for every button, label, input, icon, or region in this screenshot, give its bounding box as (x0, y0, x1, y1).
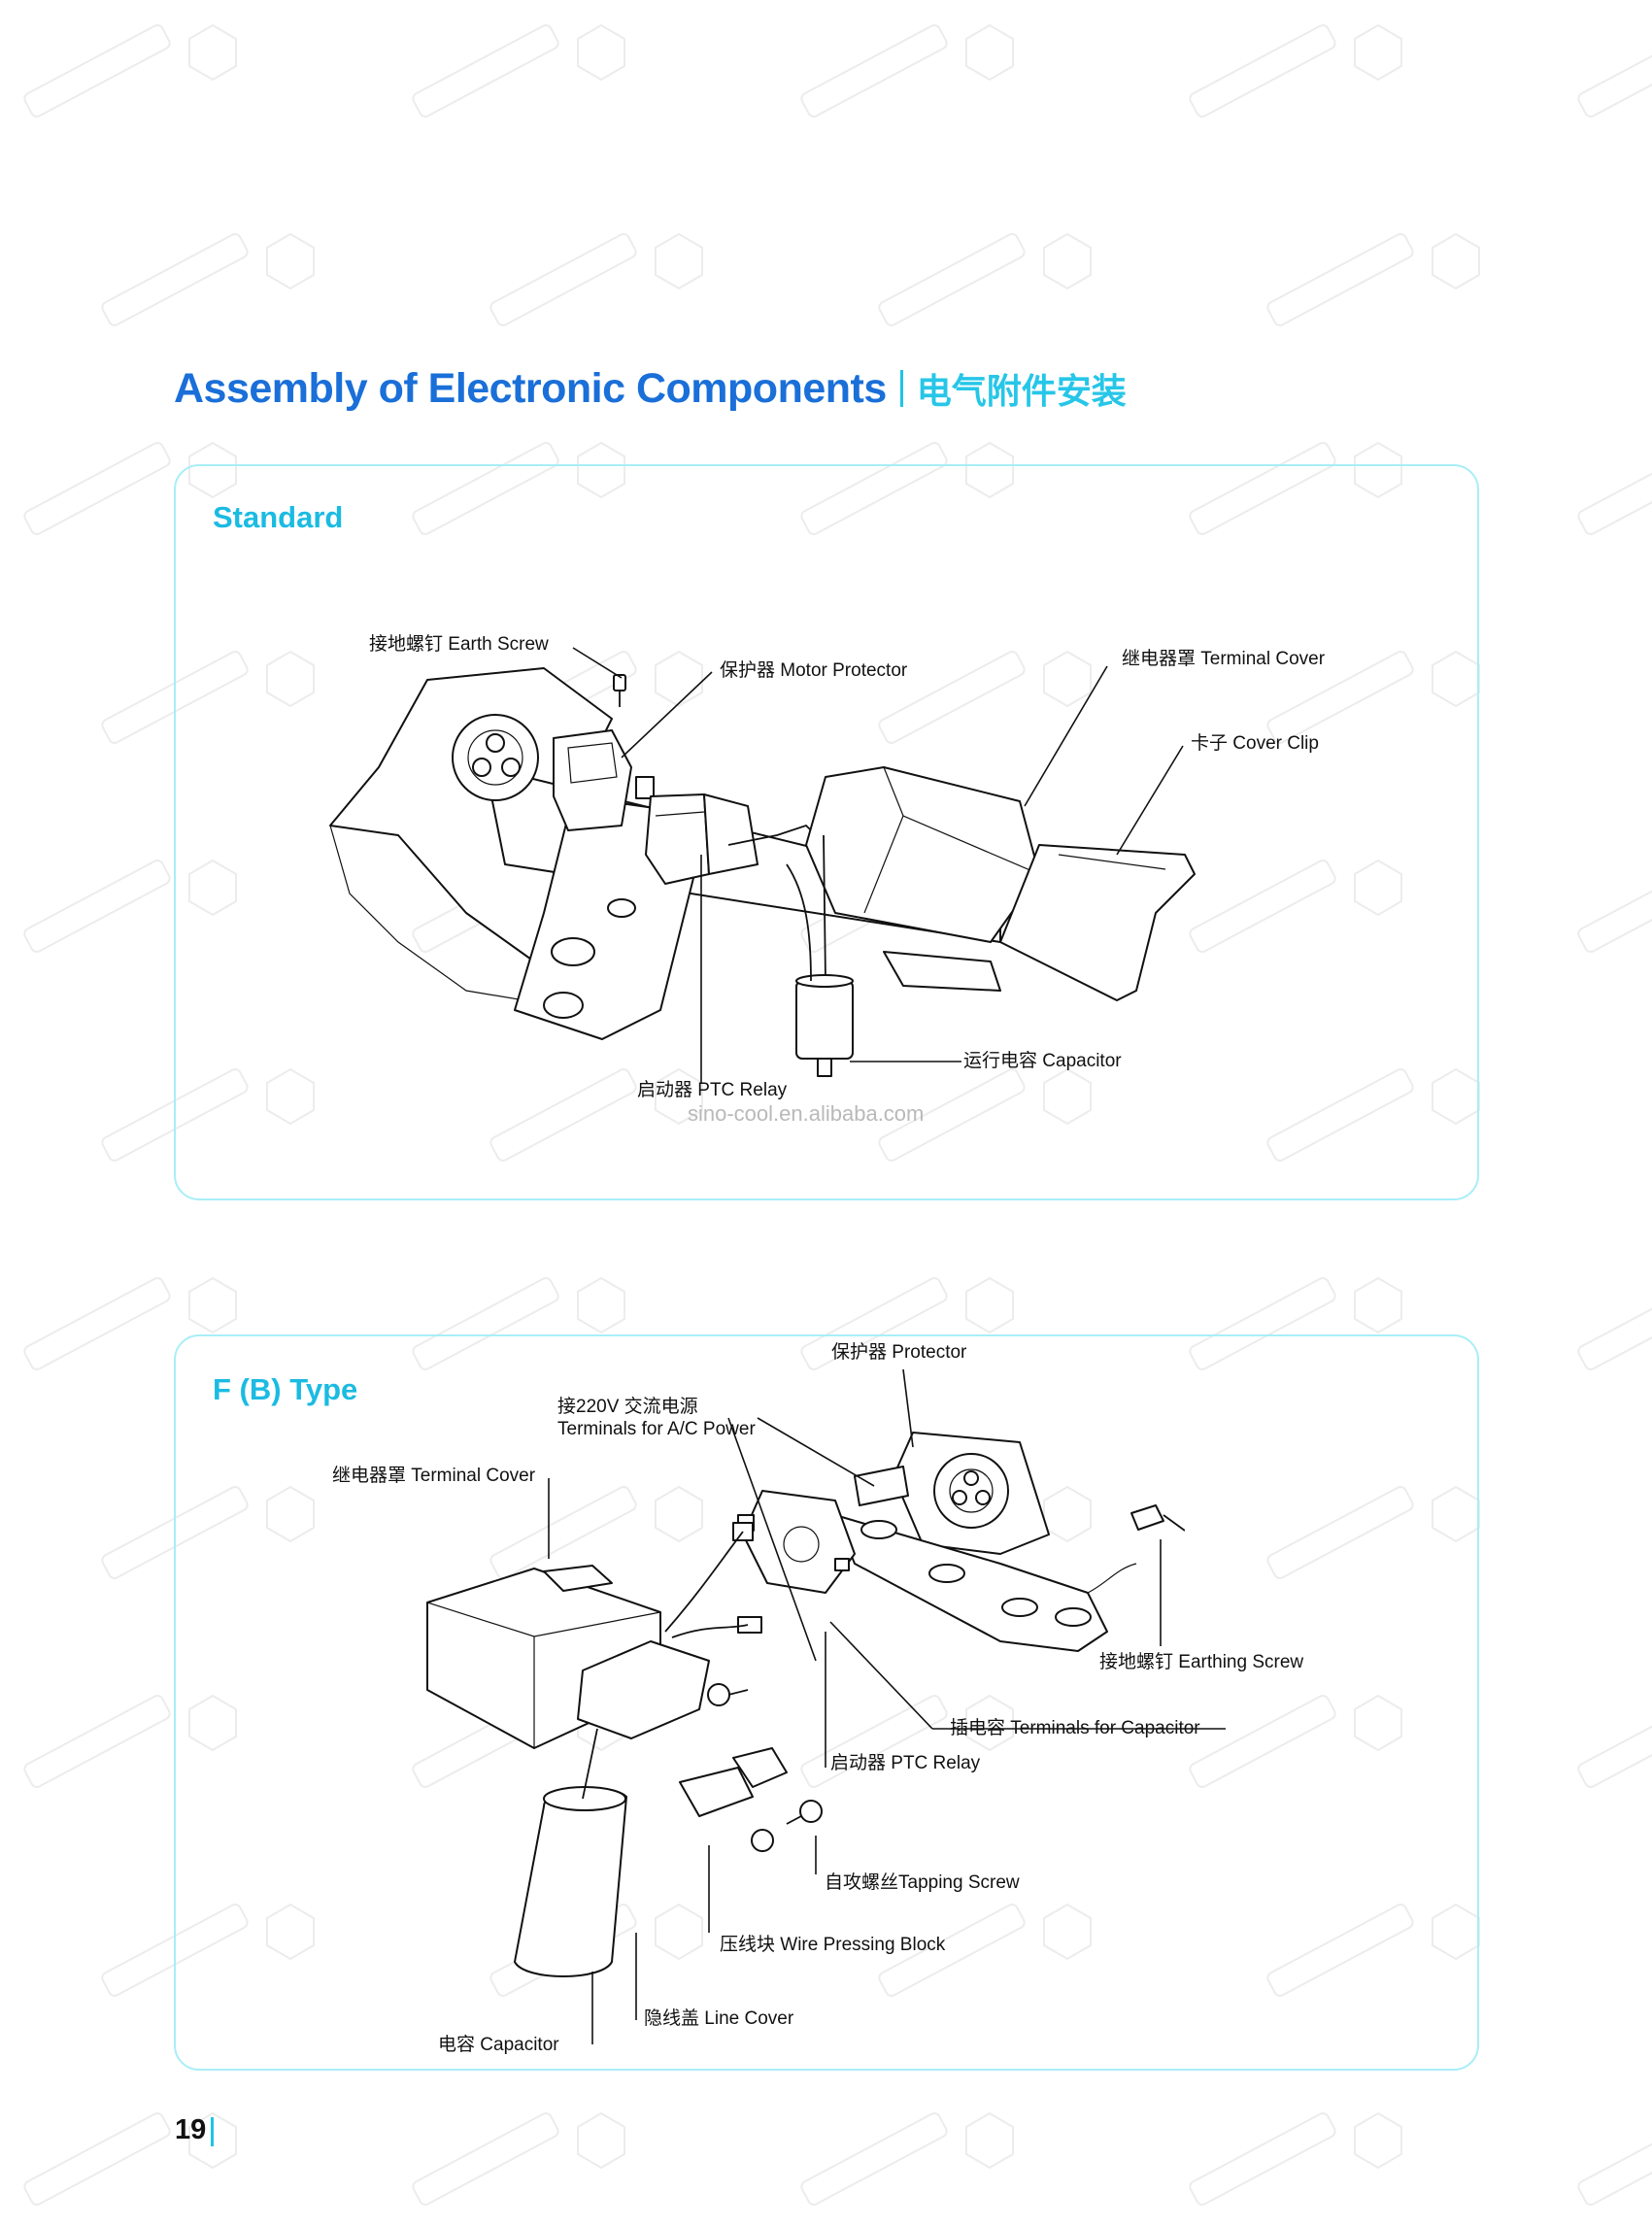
label-fb-protector: 保护器 Protector (831, 1342, 967, 1363)
standard-assembly-diagram (329, 667, 1196, 1077)
label-fb-capacitor: 电容 Capacitor (438, 2035, 559, 2055)
fb-type-assembly-diagram (426, 1432, 1185, 1977)
page-title-english: Assembly of Electronic Components (174, 364, 887, 412)
title-separator (899, 370, 903, 407)
standard-heading: Standard (213, 500, 344, 534)
fb-earthing-screw-part (1130, 1504, 1185, 1532)
page-number: 19 (175, 2114, 207, 2145)
label-fb-terminal-cover: 继电器罩 Terminal Cover (332, 1466, 536, 1486)
fb-wire-pressing-block-part (679, 1767, 754, 1817)
run-capacitor-part (795, 834, 854, 1077)
page-number-bar (211, 2117, 214, 2146)
label-terminal-cover: 继电器罩 Terminal Cover (1122, 649, 1326, 669)
earth-screw-part (613, 674, 626, 707)
standard-callout-lines (572, 647, 1184, 1083)
fb-tapping-screw-part (751, 1800, 823, 1852)
label-fb-earthing-screw: 接地螺钉 Earthing Screw (1099, 1652, 1304, 1672)
label-cover-clip: 卡子 Cover Clip (1191, 733, 1319, 754)
label-fb-tapping-screw: 自攻螺丝Tapping Screw (825, 1872, 1020, 1893)
label-fb-ptc-relay: 启动器 PTC Relay (830, 1753, 981, 1773)
label-earth-screw: 接地螺钉 Earth Screw (369, 634, 549, 655)
fb-capacitor-part (514, 1728, 627, 1977)
fb-type-callout-lines (548, 1368, 1226, 2044)
fb-type-panel (174, 1334, 1479, 2071)
label-fb-line-cover: 隐线盖 Line Cover (644, 2008, 794, 2029)
label-fb-ac-power-en: Terminals for A/C Power (557, 1419, 756, 1439)
fb-line-cover-part (577, 1640, 710, 1739)
cover-clip-part (999, 844, 1196, 1001)
label-ptc-relay: 启动器 PTC Relay (637, 1080, 788, 1100)
page-title-chinese: 电气附件安装 (916, 371, 1127, 411)
ptc-relay (645, 793, 710, 885)
watermark-url: sino-cool.en.alibaba.com (688, 1101, 925, 1126)
fb-base-plate (834, 1514, 1108, 1652)
standard-panel (174, 464, 1479, 1200)
label-fb-ac-power-cn: 接220V 交流电源 (557, 1397, 698, 1417)
label-fb-terminals-capacitor: 插电容 Terminals for Capacitor (950, 1718, 1200, 1738)
label-run-capacitor: 运行电容 Capacitor (963, 1051, 1122, 1071)
label-motor-protector: 保护器 Motor Protector (720, 660, 908, 681)
protector-housing (452, 714, 539, 801)
fb-type-heading: F (B) Type (213, 1372, 358, 1406)
page-title: Assembly of Electronic Components 电气附件安装 (174, 361, 1127, 416)
label-fb-wire-pressing-block: 压线块 Wire Pressing Block (720, 1935, 946, 1955)
